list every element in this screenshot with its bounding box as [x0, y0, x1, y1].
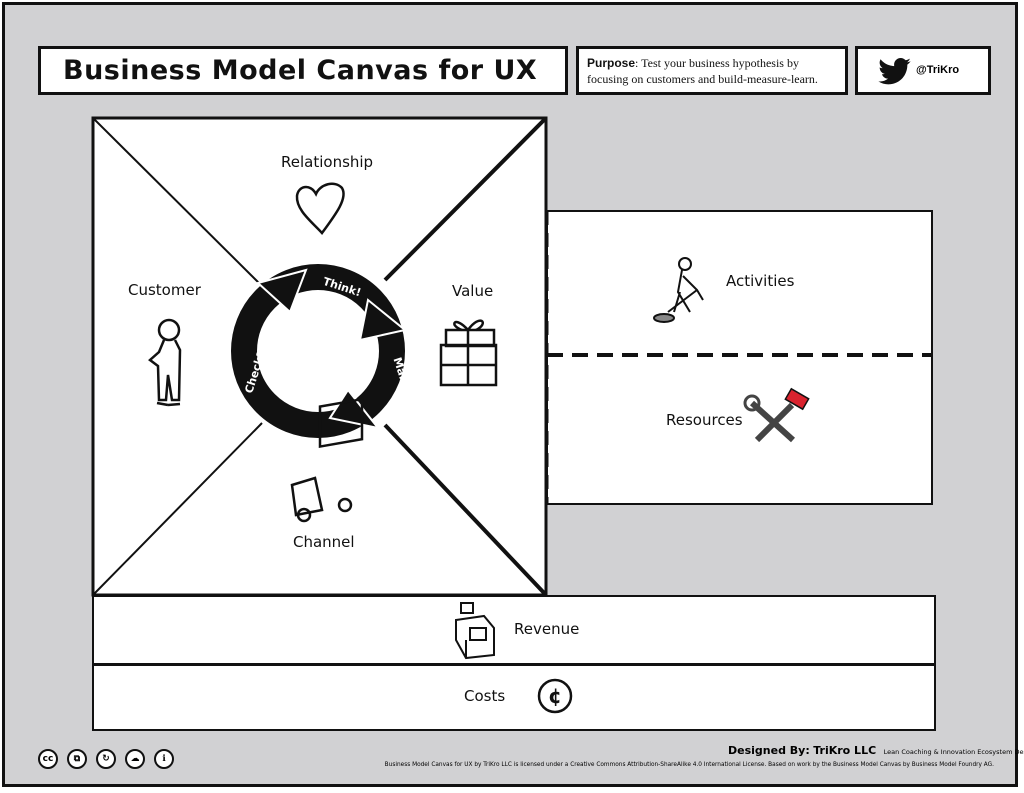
by-icon: ℹ [154, 749, 174, 769]
designed-by-label: Designed By: [728, 744, 810, 757]
svg-text:¢: ¢ [548, 684, 562, 708]
tools-icon [743, 387, 810, 443]
purpose-label: Purpose [587, 56, 636, 70]
sa-icon: ↻ [96, 749, 116, 769]
activities-resources-box [546, 210, 933, 505]
gift-icon [439, 319, 498, 387]
value-label: Value [452, 282, 494, 300]
purpose-text: : Test your business hypothesis by focus… [587, 56, 818, 86]
costs-box [92, 664, 936, 731]
twitter-handle[interactable]: @TriKro [916, 64, 960, 76]
diagonal-line [92, 422, 263, 596]
costs-label: Costs [464, 687, 506, 705]
revenue-box [92, 595, 936, 665]
relationship-label: Relationship [281, 153, 374, 171]
heart-icon [295, 182, 345, 235]
cycle-arrow-icon [358, 298, 408, 342]
diagonal-line [92, 117, 263, 287]
customer-label: Customer [128, 281, 201, 299]
resources-label: Resources [666, 411, 743, 429]
diagonal-line [383, 116, 548, 282]
diagonal-line [383, 423, 548, 597]
cash-register-icon [455, 602, 495, 660]
purpose-box: Purpose: Test your business hypothesis b… [576, 46, 848, 95]
cc-icon: cc [38, 749, 58, 769]
worker-icon [653, 257, 704, 323]
cycle-arrow-icon [255, 268, 308, 314]
activities-label: Activities [726, 272, 795, 290]
person-icon [148, 318, 182, 407]
designer-tagline: Lean Coaching & Innovation Ecosystem Des… [883, 748, 1024, 756]
twitter-bird-icon [878, 58, 911, 85]
twitter-box[interactable]: @TriKro [855, 46, 991, 95]
designer-name: TriKro LLC [813, 744, 877, 757]
title-box: Business Model Canvas for UX [38, 46, 568, 95]
build-measure-learn-cycle [231, 264, 405, 438]
revenue-label: Revenue [514, 620, 580, 638]
license-icons: cc ⧉ ↻ ☁ ℹ [38, 749, 174, 769]
designed-by: Designed By: TriKro LLC Lean Coaching & … [728, 744, 1024, 757]
truck-icon [290, 397, 364, 523]
remix-icon: ☁ [125, 749, 145, 769]
license-text: Business Model Canvas for UX by TriKro L… [384, 762, 994, 768]
channel-label: Channel [293, 533, 355, 551]
page-title: Business Model Canvas for UX [63, 55, 538, 86]
copy-icon: ⧉ [67, 749, 87, 769]
cent-icon: ¢ [537, 678, 573, 714]
